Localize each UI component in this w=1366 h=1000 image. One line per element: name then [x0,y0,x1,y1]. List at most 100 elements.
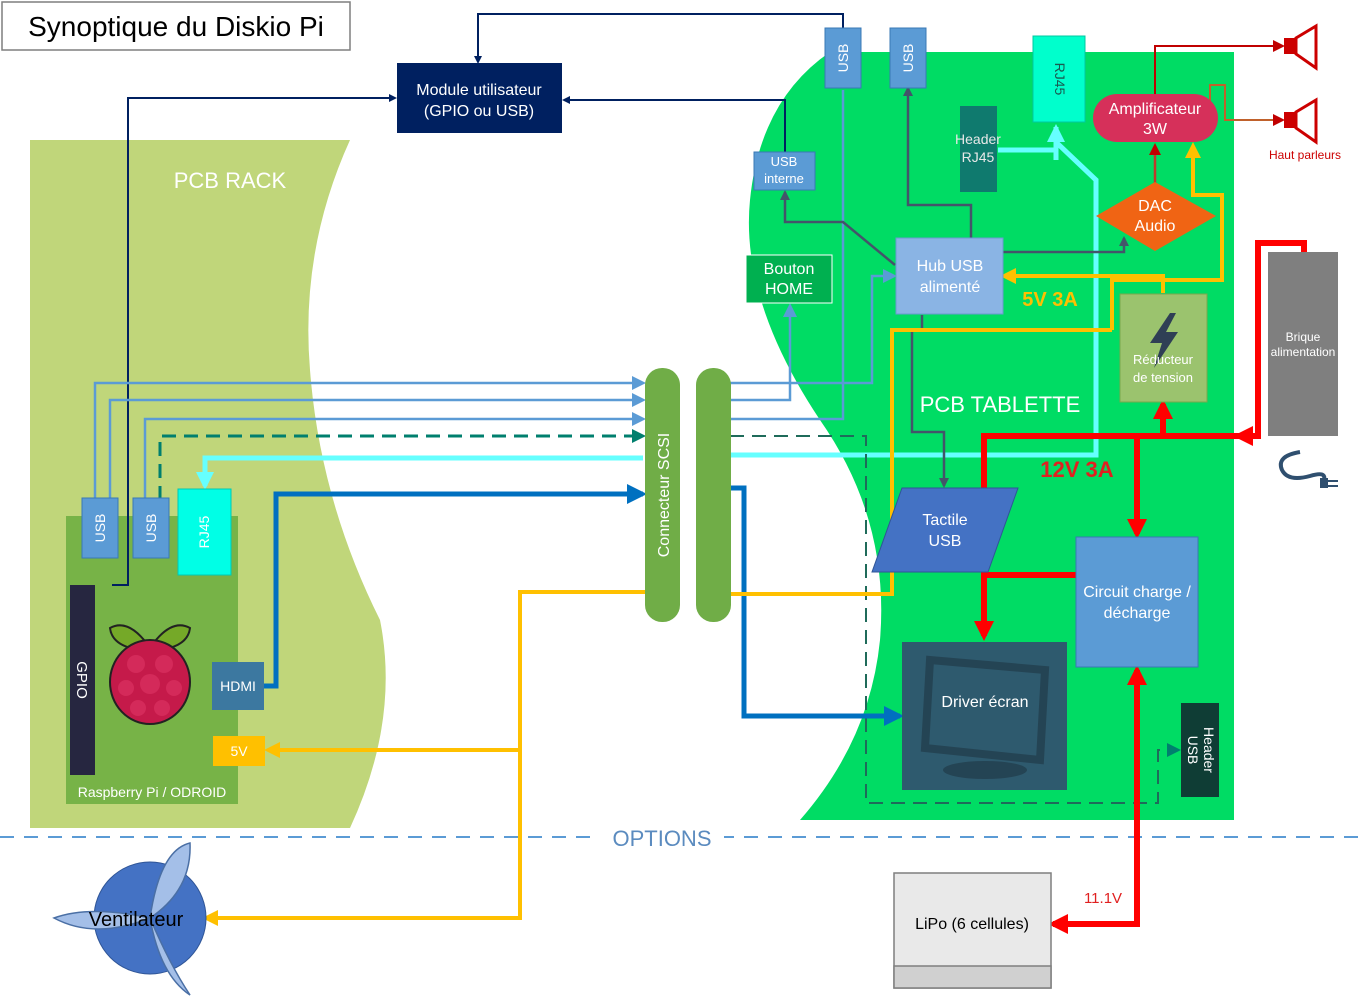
page-title: Synoptique du Diskio Pi [28,11,324,42]
svg-text:Tactile: Tactile [922,512,967,529]
link-scsi-to-usb [730,90,845,421]
usb-port-top-2: USB [889,27,927,89]
svg-text:DAC: DAC [1138,198,1172,215]
svg-text:(GPIO ou USB): (GPIO ou USB) [424,103,534,120]
hdmi-port: HDMI [212,662,264,710]
svg-text:Header: Header [955,131,1001,147]
pcb-tablette-label: PCB TABLETTE [920,392,1081,417]
svg-text:HOME: HOME [765,281,813,298]
dac-audio: DAC Audio [1096,182,1216,251]
link-rpi-teal-dashed [158,429,646,500]
link-rj45-to-rpi [196,455,643,490]
link-usb-to-module [474,13,844,64]
circuit-charge: Circuit charge / décharge [1075,536,1199,668]
svg-text:Audio: Audio [1135,218,1176,235]
link-5v-to-rpi [264,590,646,758]
module-utilisateur: Module utilisateur (GPIO ou USB) [397,63,562,133]
link-hub-dac [1003,236,1129,254]
raspberry-icon [108,624,192,725]
svg-text:USB: USB [143,514,159,543]
svg-text:Brique: Brique [1286,330,1321,344]
connecteur-scsi: Connecteur SCSI [645,368,731,622]
rpi-usb-port-1: USB [81,497,119,559]
label-5v-3a: 5V 3A [1022,289,1078,311]
link-5v-to-fan [202,750,522,926]
svg-text:Hub USB: Hub USB [917,258,984,275]
link-lipo [1048,670,1140,934]
tactile-usb: Tactile USB [871,487,1019,573]
svg-text:de tension: de tension [1133,370,1193,385]
ventilateur-label: Ventilateur [89,909,184,931]
svg-text:Driver écran: Driver écran [941,694,1028,711]
link-scsi-to-bouton [730,303,797,402]
svg-text:alimentation: alimentation [1271,345,1336,359]
svg-text:USB: USB [929,533,962,550]
lipo-battery: LiPo (6 cellules) [893,872,1052,989]
svg-text:interne: interne [764,171,804,186]
gpio-header: GPIO [70,585,95,775]
link-hdmi [264,484,647,689]
power-plug-icon [1278,450,1338,488]
title-box [1,1,351,51]
bouton-home: Bouton HOME [745,254,833,304]
svg-text:LiPo (6 cellules): LiPo (6 cellules) [915,916,1029,933]
options-label: OPTIONS [612,826,711,851]
speaker-icon [1284,23,1318,71]
rpi-label: Raspberry Pi / ODROID [78,784,227,800]
amplificateur: Amplificateur 3W [1093,94,1218,142]
svg-text:RJ45: RJ45 [196,515,212,548]
link-scsi-to-hub [730,269,897,385]
link-gpio-to-module [112,94,397,586]
pcb-rack-label: PCB RACK [174,168,287,193]
hub-usb: Hub USB alimenté [895,237,1004,315]
svg-text:USB: USB [900,44,916,73]
svg-text:Circuit charge /: Circuit charge / [1083,584,1191,601]
svg-text:Bouton: Bouton [764,261,815,278]
driver-ecran: Driver écran [902,642,1067,790]
reducteur-tension: Réducteur de tension [1119,293,1208,403]
label-11v: 11.1V [1084,890,1122,907]
link-scsi-dashed [730,435,1181,804]
rpi-rj45-port: RJ45 [177,488,232,576]
svg-text:RJ45: RJ45 [1052,63,1068,96]
speaker-icon [1284,97,1318,145]
rj45-port-top: RJ45 [1032,35,1086,123]
svg-text:Module utilisateur: Module utilisateur [416,82,542,99]
link-rpi-usb3 [143,412,646,500]
link-hub-tactile [910,315,949,488]
svg-text:GPIO: GPIO [73,661,90,699]
svg-text:Amplificateur: Amplificateur [1109,101,1202,118]
link-5v-to-dac [1110,142,1224,330]
label-12v-3a: 12V 3A [1040,457,1113,482]
rpi-5v-input: 5V [213,736,265,766]
link-5v-to-scsi [730,328,1112,596]
lightning-icon [1150,313,1178,368]
link-12v-brique [1233,240,1307,446]
svg-text:alimenté: alimenté [920,279,981,296]
link-rpi-usb1 [93,376,646,500]
svg-text:décharge: décharge [1104,605,1171,622]
svg-text:USB: USB [771,154,798,169]
link-amp-speaker2 [1209,84,1285,126]
svg-text:HDMI: HDMI [220,678,256,694]
svg-text:RJ45: RJ45 [962,149,995,165]
link-rpi-usb2 [108,393,646,500]
haut-parleurs-label: Haut parleurs [1269,148,1341,162]
svg-text:USB: USB [1185,736,1201,765]
monitor-icon [920,655,1050,779]
svg-text:USB: USB [92,514,108,543]
svg-text:Header: Header [1201,727,1217,773]
svg-text:Connecteur SCSI: Connecteur SCSI [656,433,673,558]
link-5v-to-hub [1000,268,1165,293]
svg-text:USB: USB [835,44,851,73]
usb-port-top-1: USB [824,27,862,89]
link-scsi-to-driver [730,485,904,726]
link-amp-speaker1 [1154,40,1285,95]
link-hub-usb-top2 [903,86,973,238]
svg-text:3W: 3W [1143,121,1168,138]
svg-text:Réducteur: Réducteur [1133,352,1194,367]
link-hub-usbinterne [780,190,896,266]
header-rj45: Header RJ45 [955,106,1001,192]
